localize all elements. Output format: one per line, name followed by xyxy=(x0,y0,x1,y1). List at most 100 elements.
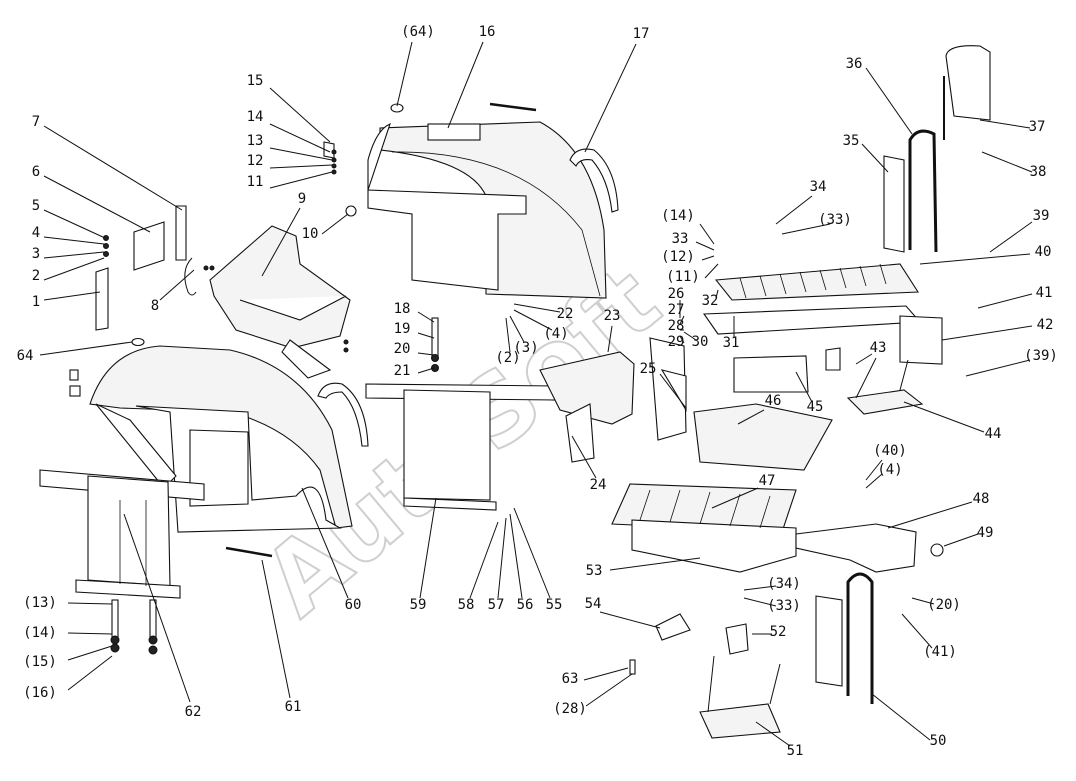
leader-line-c49 xyxy=(943,533,979,547)
parts-43-45-bracket xyxy=(733,347,841,393)
callout-label-c31: 31 xyxy=(723,335,740,351)
part-60-fender-handle xyxy=(317,382,369,447)
parts-18-21-bolt xyxy=(431,317,439,372)
callout-label-c39b: (39) xyxy=(1024,348,1058,364)
callout-label-c15b: (15) xyxy=(23,654,57,670)
callout-label-c20: 20 xyxy=(394,341,411,357)
callout-label-c49: 49 xyxy=(977,525,994,541)
leader-line-c55 xyxy=(513,507,551,599)
leader-line-c16b xyxy=(67,655,113,691)
callout-label-c37: 37 xyxy=(1029,119,1046,135)
parts-51-52-54-step xyxy=(655,613,781,739)
parts-35-36-handrail xyxy=(883,45,991,253)
callout-label-c40b: (40) xyxy=(873,443,907,459)
leader-line-c11 xyxy=(269,171,333,189)
part-63-bolt xyxy=(629,659,636,675)
leader-line-c7 xyxy=(43,125,183,211)
parts-47-53-floor xyxy=(611,483,797,573)
callout-label-c61: 61 xyxy=(285,699,302,715)
leader-line-c20 xyxy=(417,352,435,356)
part-59-center-frame xyxy=(365,383,557,511)
callout-label-c56: 56 xyxy=(517,597,534,613)
callout-label-c32: 32 xyxy=(702,293,719,309)
leader-line-c40b xyxy=(865,459,883,481)
callout-label-c30: 30 xyxy=(692,334,709,350)
callout-label-c52: 52 xyxy=(770,624,787,640)
leader-line-c41b xyxy=(901,613,933,649)
callout-label-c34a: 34 xyxy=(810,179,827,195)
leader-line-c2 xyxy=(43,257,105,281)
callout-label-c4c: (4) xyxy=(877,462,902,478)
small-clips-left xyxy=(69,369,81,397)
leader-line-c10 xyxy=(321,213,349,235)
leader-line-c30 xyxy=(683,331,697,341)
leader-line-c20b xyxy=(911,597,935,605)
callout-label-c11b: (11) xyxy=(666,269,700,285)
callout-label-c42: 42 xyxy=(1037,317,1054,333)
callout-label-c13b: (13) xyxy=(23,595,57,611)
callout-label-c41: 41 xyxy=(1036,285,1053,301)
leader-line-c35 xyxy=(861,143,889,173)
leader-line-c21 xyxy=(417,367,435,374)
callout-label-c35: 35 xyxy=(843,133,860,149)
callout-label-c27: 27 xyxy=(668,302,685,318)
part-9-inner-bracket xyxy=(209,225,351,379)
leader-line-c34b xyxy=(743,585,777,591)
part-49-cap xyxy=(930,543,944,557)
callout-label-c55: 55 xyxy=(546,597,563,613)
callout-label-c20b: (20) xyxy=(927,597,961,613)
leader-line-c15b xyxy=(67,645,113,661)
callout-label-c47: 47 xyxy=(759,473,776,489)
callout-label-c36: 36 xyxy=(846,56,863,72)
callout-label-c11: 11 xyxy=(247,174,264,190)
leader-line-c19 xyxy=(417,332,435,339)
leader-line-c53 xyxy=(609,557,701,571)
leader-line-c50 xyxy=(871,693,931,741)
leader-line-c4b xyxy=(513,309,553,331)
leader-line-c37 xyxy=(979,119,1031,129)
leader-line-c61 xyxy=(261,559,291,699)
leader-line-c12b xyxy=(701,255,715,261)
callout-label-c7: 7 xyxy=(32,114,40,130)
parts-13-16-bolts xyxy=(110,599,158,655)
leader-line-c24 xyxy=(571,435,597,479)
callout-label-c58: 58 xyxy=(458,597,475,613)
leader-line-c34a xyxy=(775,195,813,225)
callout-label-c33a: 33 xyxy=(672,231,689,247)
callout-label-c34b: (34) xyxy=(767,576,801,592)
leader-line-c14c xyxy=(67,632,113,635)
leader-line-c44 xyxy=(903,401,985,433)
leader-line-c38 xyxy=(981,151,1033,173)
leader-line-c23 xyxy=(607,325,613,353)
callout-label-c45: 45 xyxy=(807,399,824,415)
callout-label-c43: 43 xyxy=(870,340,887,356)
callout-label-c33c: (33) xyxy=(767,598,801,614)
parts-11-15-hardware xyxy=(323,141,337,175)
callout-label-c22: 22 xyxy=(557,306,574,322)
callout-label-c18: 18 xyxy=(394,301,411,317)
leader-line-c9 xyxy=(261,207,301,277)
leader-line-c46 xyxy=(737,409,765,425)
leader-line-c33a xyxy=(695,241,715,251)
callout-label-c3b: (3) xyxy=(513,340,538,356)
callout-label-c9: 9 xyxy=(298,191,306,207)
callout-label-c15: 15 xyxy=(247,73,264,89)
leader-line-c22 xyxy=(513,303,561,313)
part-46-cover xyxy=(693,403,833,471)
leader-line-c13 xyxy=(269,147,333,161)
part-10-washer xyxy=(345,205,357,217)
callout-label-c2: 2 xyxy=(32,268,40,284)
callout-label-c63: 63 xyxy=(562,671,579,687)
callout-label-c40: 40 xyxy=(1035,244,1052,260)
callout-label-c38: 38 xyxy=(1030,164,1047,180)
callout-label-c64a: (64) xyxy=(401,24,435,40)
callout-label-c33b: (33) xyxy=(818,212,852,228)
leader-line-c6 xyxy=(43,175,151,233)
callout-label-c53: 53 xyxy=(586,563,603,579)
callout-label-c39: 39 xyxy=(1033,208,1050,224)
parts-42-44-step-assembly xyxy=(846,315,943,415)
leader-line-c28b xyxy=(585,673,633,707)
leader-line-c14 xyxy=(269,123,331,153)
